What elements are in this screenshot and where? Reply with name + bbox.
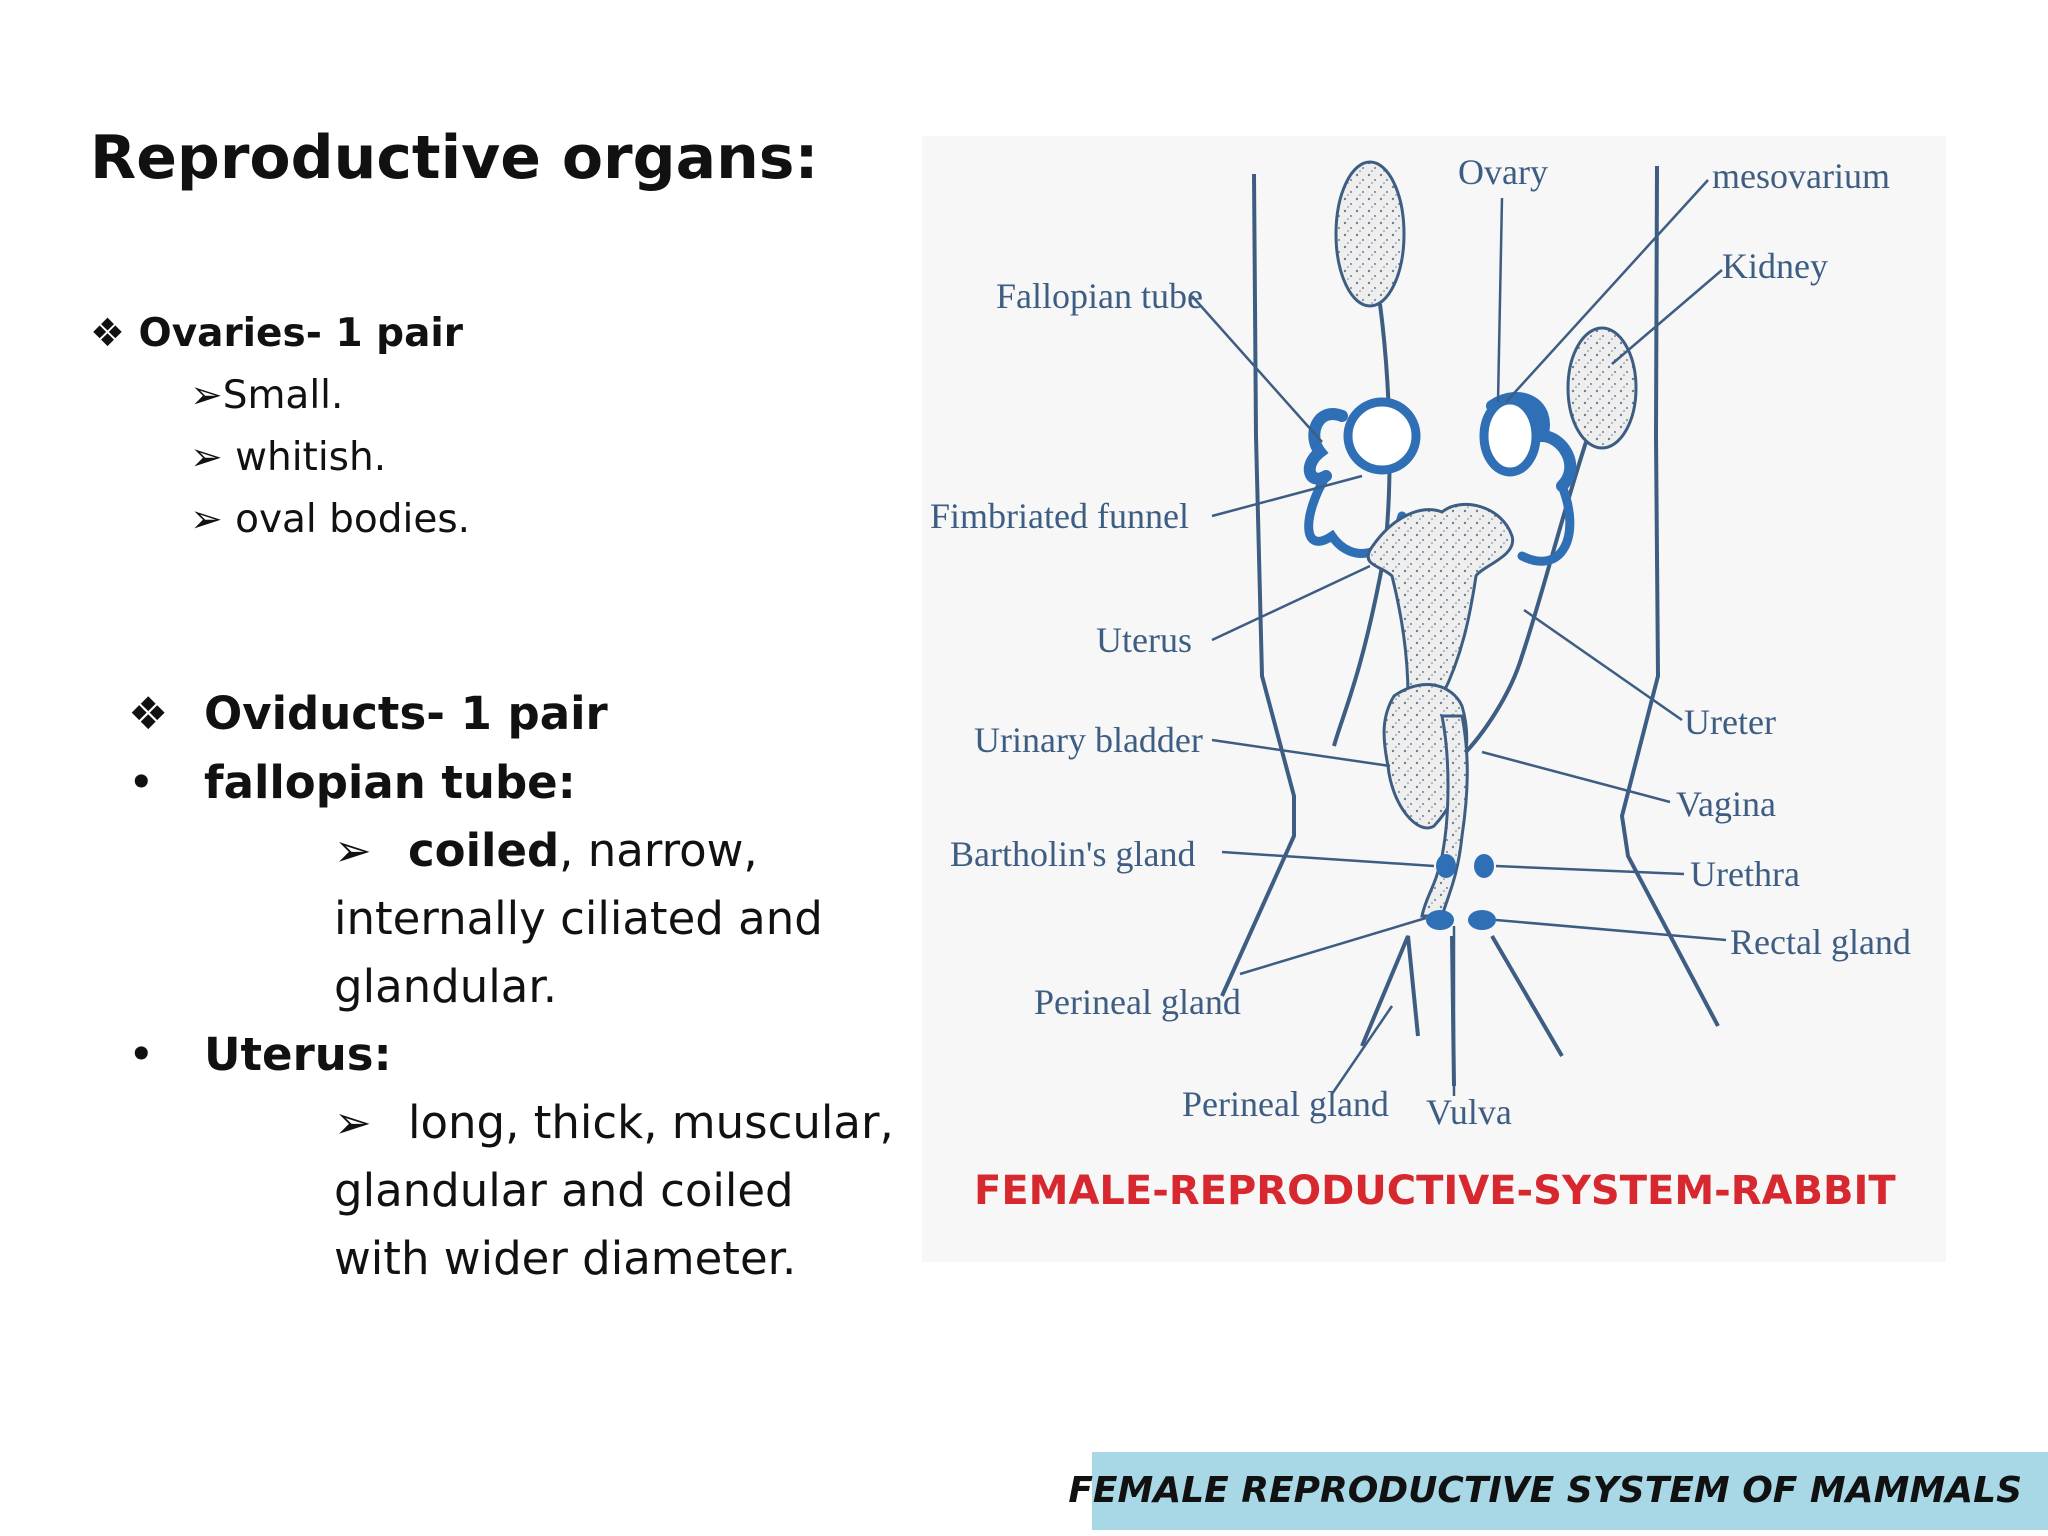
oviducts-heading-glyph-row: ❖: [128, 683, 168, 745]
uterus-description-line-3: with wider diameter.: [334, 1232, 797, 1285]
ovaries-point-text: Small.: [222, 373, 344, 418]
ovaries-point-3: ➢ oval bodies.: [190, 492, 470, 548]
label-fallopian-tube: Fallopian tube: [996, 276, 1203, 316]
label-uterus: Uterus: [1096, 620, 1192, 660]
glands: [1426, 854, 1496, 930]
label-ureter: Ureter: [1684, 702, 1776, 742]
fallopian-arrow-icon: ➢: [334, 824, 372, 877]
label-bartholins-gland: Bartholin's gland: [950, 834, 1195, 874]
uterus-arrow-icon: ➢: [334, 1096, 372, 1149]
right-kidney-shape: [1566, 326, 1638, 450]
uterus-label: Uterus:: [204, 1028, 392, 1081]
fallopian-description-line-3: glandular.: [334, 960, 558, 1013]
footer-bar: FEMALE REPRODUCTIVE SYSTEM OF MAMMALS: [1068, 1452, 2048, 1530]
ovaries-point-2: ➢ whitish.: [190, 430, 386, 486]
arrow-bullet-icon: ➢: [190, 373, 223, 418]
diamond-bullet-icon: ❖: [128, 687, 169, 740]
perineal-outlines: [1360, 934, 1564, 1087]
uterus-description-line-1: long, thick, muscular,: [408, 1096, 894, 1149]
label-urethra: Urethra: [1690, 854, 1800, 894]
uterus-shape: [1366, 502, 1515, 713]
label-mesovarium: mesovarium: [1712, 156, 1890, 196]
label-vagina: Vagina: [1676, 784, 1776, 824]
uterus-description-line-2: glandular and coiled: [334, 1164, 794, 1217]
leader-lines: [1191, 179, 1727, 1096]
footer-text: FEMALE REPRODUCTIVE SYSTEM OF MAMMALS: [1068, 1470, 2022, 1511]
arrow-bullet-icon: ➢: [190, 435, 223, 480]
coiled-word: coiled: [408, 824, 560, 877]
oviducts-heading: Oviducts- 1 pair: [204, 687, 608, 740]
fallopian-bullet: •: [128, 756, 155, 809]
left-kidney-shape: [1334, 160, 1406, 308]
fallopian-description-line-1: coiled, narrow,: [408, 820, 758, 882]
label-fimbriated-funnel: Fimbriated funnel: [930, 496, 1189, 536]
label-vulva: Vulva: [1426, 1092, 1512, 1132]
left-ovary-shape: [1343, 397, 1421, 475]
label-rectal-gland: Rectal gland: [1730, 922, 1911, 962]
reproductive-system-diagram: Ovary mesovarium Kidney Fallopian tube F…: [922, 136, 1946, 1262]
fallopian-first-line-rest: , narrow,: [559, 824, 758, 877]
ovaries-point-text: whitish.: [235, 435, 387, 480]
right-ovary-shape: [1479, 395, 1541, 477]
fallopian-tube-label: fallopian tube:: [204, 756, 576, 809]
ovaries-point-text: oval bodies.: [235, 497, 471, 542]
body-wall-outline: [1220, 165, 1720, 1027]
diamond-bullet-icon: ❖: [90, 311, 125, 356]
fallopian-description-line-2: internally ciliated and: [334, 892, 823, 945]
ovaries-point-1: ➢Small.: [190, 368, 343, 424]
slide-title: Reproductive organs:: [90, 123, 819, 193]
diagram-drawing: Ovary mesovarium Kidney Fallopian tube F…: [930, 152, 1911, 1214]
label-perineal-gland-2: Perineal gland: [1182, 1084, 1389, 1124]
label-perineal-gland-1: Perineal gland: [1034, 982, 1241, 1022]
uterus-bullet: •: [128, 1028, 155, 1081]
ovaries-heading: ❖ Ovaries- 1 pair: [90, 306, 463, 362]
label-kidney: Kidney: [1722, 246, 1828, 286]
diagram-caption: FEMALE-REPRODUCTIVE-SYSTEM-RABBIT: [974, 1168, 1896, 1214]
label-urinary-bladder: Urinary bladder: [974, 720, 1203, 760]
arrow-bullet-icon: ➢: [190, 497, 223, 542]
ovaries-heading-text: Ovaries- 1 pair: [138, 311, 464, 356]
label-ovary: Ovary: [1458, 152, 1548, 192]
